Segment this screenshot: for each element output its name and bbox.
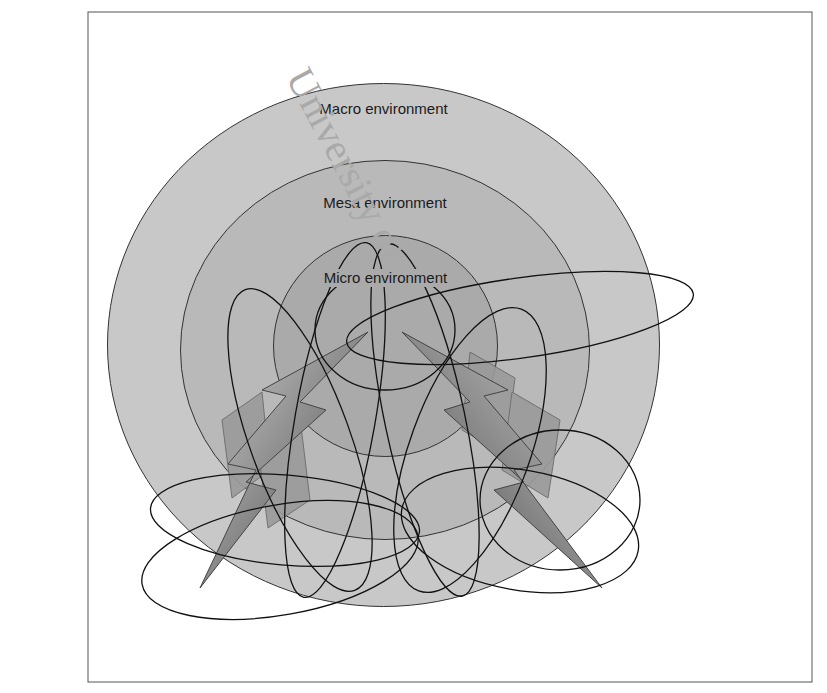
- environment-label: Micro environment: [321, 269, 450, 287]
- environment-circle: Macro environmentMesa environmentMicro e…: [107, 83, 660, 607]
